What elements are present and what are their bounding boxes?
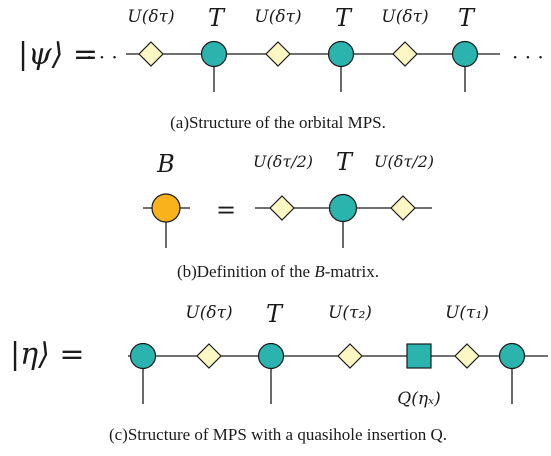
equals-sign-b: = xyxy=(216,196,236,224)
label-t-b: T xyxy=(336,148,354,176)
label-q-eta: Q(ηₓ) xyxy=(397,389,440,409)
caption-b-italic: B xyxy=(314,262,325,281)
dots-right: · · · xyxy=(512,45,544,69)
caption-b: (b)Definition of the B-matrix. xyxy=(177,262,379,281)
t-tensor-c3 xyxy=(498,342,526,370)
label-u-half-b2: U(δτ/2) xyxy=(374,152,434,171)
t-tensor-c1 xyxy=(129,342,157,370)
caption-b-suffix: -matrix. xyxy=(325,262,379,281)
label-t-a3: T xyxy=(458,4,476,32)
b-tensor xyxy=(151,193,181,223)
u-half-diamond-b1 xyxy=(269,195,295,221)
u-diamond-a2 xyxy=(265,41,291,67)
dots-left: · · · xyxy=(86,45,118,69)
label-t-a2: T xyxy=(335,4,353,32)
u-tau2-diamond-c xyxy=(337,343,363,369)
label-u-half-b1: U(δτ/2) xyxy=(253,152,313,171)
caption-a: (a)Structure of the orbital MPS. xyxy=(170,113,386,132)
u-diamond-c1 xyxy=(196,343,222,369)
t-tensor-b xyxy=(328,193,358,223)
label-t-a1: T xyxy=(208,4,226,32)
eta-ket-label: |η⟩ = xyxy=(10,337,84,372)
label-u-c1: U(δτ) xyxy=(185,303,232,323)
t-tensor-a1 xyxy=(200,40,228,68)
t-tensor-c2 xyxy=(257,342,285,370)
q-insertion-square xyxy=(406,343,432,369)
label-b: B xyxy=(156,150,175,178)
u-diamond-a1 xyxy=(138,41,164,67)
t-tensor-a2 xyxy=(327,40,355,68)
panel-c: |η⟩ = U(δτ) T U(τ₂) U(τ₁) Q(ηₓ) (c)Struc… xyxy=(10,300,548,444)
u-half-diamond-b2 xyxy=(390,195,416,221)
psi-ket-label: |ψ⟩ = xyxy=(18,37,98,72)
panel-b: B = U(δτ/2) T U(δτ/2) (b)Definition of t… xyxy=(143,148,434,281)
label-u-a2: U(δτ) xyxy=(254,7,301,27)
u-diamond-a3 xyxy=(392,41,418,67)
label-u-tau1: U(τ₁) xyxy=(445,303,489,323)
u-tau1-diamond-c xyxy=(454,343,480,369)
caption-b-prefix: (b)Definition of the xyxy=(177,262,314,281)
label-t-c: T xyxy=(266,300,284,328)
label-u-a3: U(δτ) xyxy=(381,7,428,27)
panel-a: |ψ⟩ = · · · · · · U(δτ) T U(δτ) T U(δτ) … xyxy=(18,4,544,132)
t-tensor-a3 xyxy=(451,40,479,68)
label-u-tau2: U(τ₂) xyxy=(328,303,372,323)
caption-c: (c)Structure of MPS with a quasihole ins… xyxy=(109,425,447,444)
label-u-a1: U(δτ) xyxy=(127,7,174,27)
